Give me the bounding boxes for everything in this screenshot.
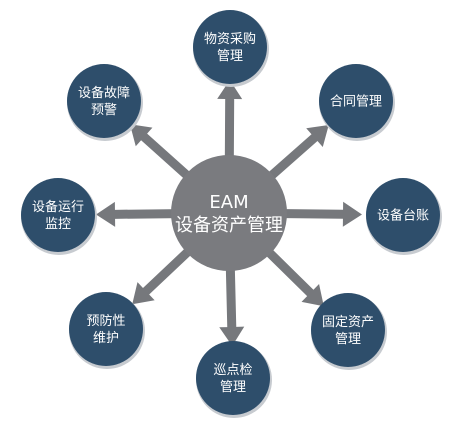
arrow-shape [228,201,362,227]
node-circle-contract [319,64,393,138]
arrow-right [228,201,362,227]
arrow-up [217,80,243,214]
node-circle-fault-warning [67,64,141,138]
node-circle-monitoring [21,178,95,252]
arrow-left [96,201,230,227]
node-circle-preventive [69,292,143,366]
center-circle [171,155,287,271]
node-circle-fixed-assets [311,293,385,367]
node-circle-ledger [366,178,440,252]
arrow-shape [96,201,230,227]
node-circle-inspection [196,341,270,415]
arrow-shape [217,80,243,214]
node-circle-purchasing [193,10,267,84]
